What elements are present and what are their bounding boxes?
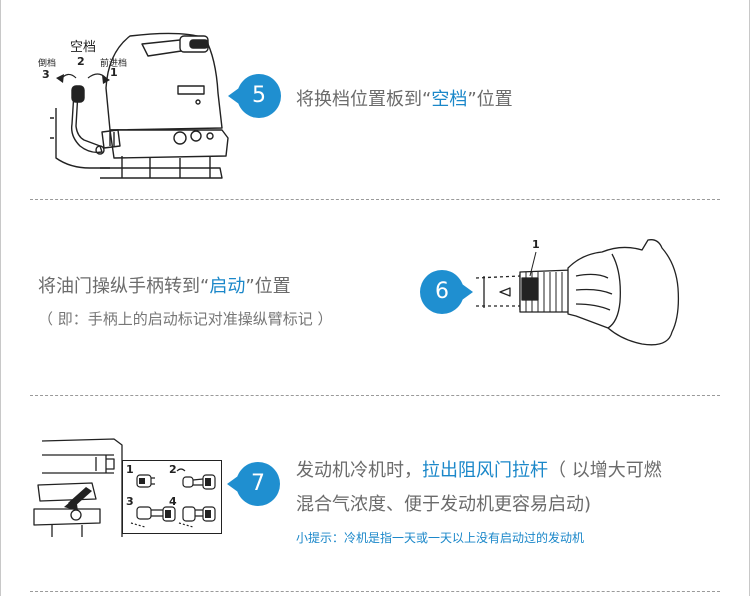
neutral-number: 2 [77, 55, 85, 68]
step-6-text-before: 将油门操纵手柄转到“ [38, 276, 210, 297]
choke-engine-illustration [30, 425, 139, 541]
forward-label: 前进档 [100, 59, 128, 69]
reverse-label: 倒档 [38, 59, 57, 69]
step-7-instruction-line-2: 混合气浓度、便于发动机更容易启动) [296, 494, 592, 515]
step-5-pointer [228, 88, 239, 104]
step-7-text-after: （ 以增大可燃 [548, 460, 662, 481]
step-7-pointer [227, 476, 238, 492]
step-5-highlight: 空档 [431, 89, 468, 110]
step-6-number: 6 [435, 279, 449, 304]
choke-step-2-number: 2 [169, 463, 177, 476]
outboard-shift-drawing [50, 32, 229, 179]
step-6-instruction: 将油门操纵手柄转到“启动”位置 [38, 272, 291, 298]
choke-step-4-number: 4 [169, 495, 177, 508]
step-7-text-before: 发动机冷机时， [296, 460, 422, 481]
choke-step-1-number: 1 [126, 463, 134, 476]
step-6-badge: 6 [420, 270, 473, 314]
step-6-highlight: 启动 [209, 276, 246, 297]
step-6-pointer [462, 284, 473, 300]
step-7-instruction-line-1: 发动机冷机时，拉出阻风门拉杆（ 以增大可燃 [296, 456, 662, 482]
forward-number: 1 [110, 66, 118, 79]
step-7-badge: 7 [227, 462, 280, 506]
throttle-grip-drawing [475, 239, 680, 346]
step-5-text-before: 将换档位置板到“ [296, 89, 432, 110]
step-5-text-after: ”位置 [467, 89, 513, 110]
divider-3 [30, 591, 720, 592]
throttle-mark-number: 1 [532, 238, 540, 251]
step-5-instruction: 将换档位置板到“空档”位置 [296, 85, 513, 111]
neutral-label: 空档 [70, 40, 97, 55]
step-5-badge: 5 [228, 74, 281, 118]
throttle-grip-illustration: 1 [472, 232, 684, 354]
step-5-number: 5 [252, 83, 266, 108]
step-7-tip: 小提示：冷机是指一天或一天以上没有启动过的发动机 [296, 531, 585, 545]
outboard-shift-illustration: 空档 倒档 前进档 3 2 1 [30, 28, 240, 184]
choke-engine-drawing [33, 427, 139, 537]
step-6-subtext: （ 即：手柄上的启动标记对准操纵臂标记 ） [38, 310, 333, 328]
choke-step-3-number: 3 [126, 495, 134, 508]
reverse-number: 3 [42, 68, 50, 81]
divider-2 [30, 395, 720, 396]
divider-1 [30, 199, 720, 200]
step-7-highlight: 拉出阻风门拉杆 [422, 460, 548, 481]
choke-steps-drawing [130, 468, 216, 528]
step-7-number: 7 [251, 471, 265, 496]
step-6-text-after: ”位置 [245, 276, 291, 297]
choke-steps-panel: 1 2 3 4 [122, 460, 222, 534]
